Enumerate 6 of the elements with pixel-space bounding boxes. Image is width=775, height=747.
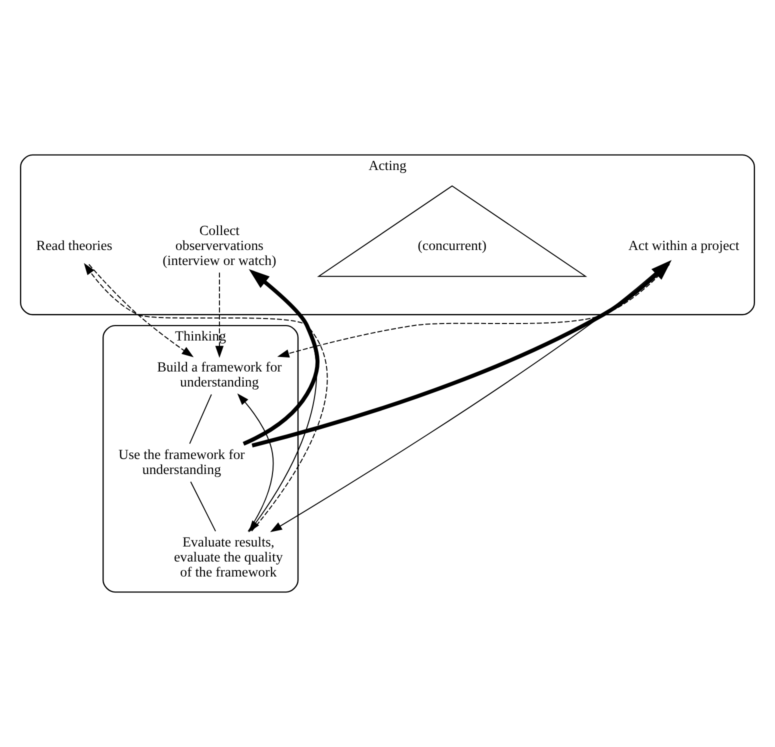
node-text: Use the framework for understanding — [118, 448, 245, 478]
node-text: Read theories — [36, 238, 112, 254]
node-text: Build a framework for understanding — [157, 360, 282, 390]
node-text: Collect observervations (interview or watch) — [162, 224, 276, 269]
node-text: Act within a project — [628, 238, 740, 254]
node-text: Evaluate results, evaluate the quality of the framework — [174, 536, 283, 580]
